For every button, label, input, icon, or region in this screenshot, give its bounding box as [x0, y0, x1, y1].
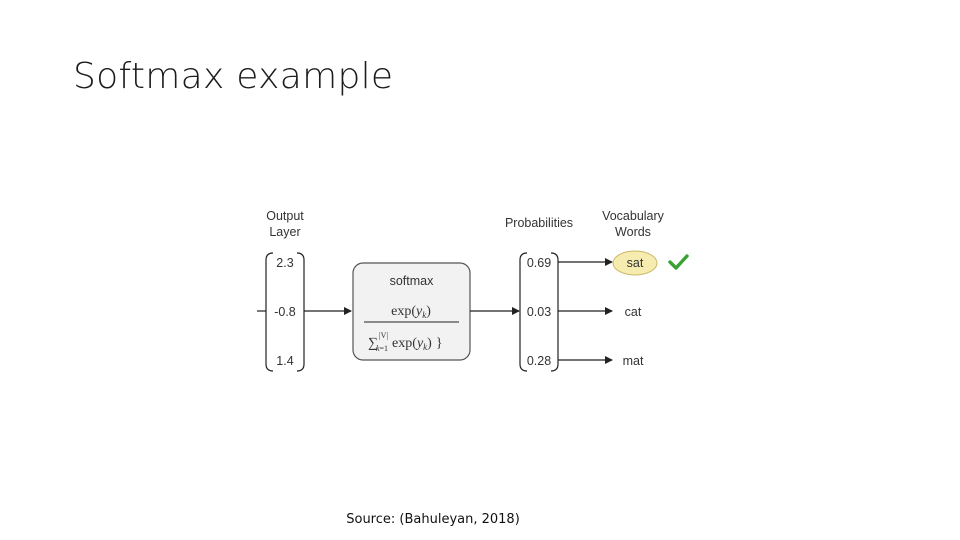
vocabulary-label-line2: Words	[615, 225, 651, 239]
output-bracket	[265, 252, 305, 372]
output-layer-label-line2: Layer	[269, 225, 300, 239]
vocabulary-word: mat	[623, 354, 644, 368]
probability-value: 0.03	[527, 305, 551, 319]
output-value: -0.8	[274, 305, 296, 319]
probability-value: 0.69	[527, 256, 551, 270]
source-citation: Source: (Bahuleyan, 2018)	[0, 512, 960, 527]
vocabulary-word: cat	[625, 305, 642, 319]
probability-value: 0.28	[527, 354, 551, 368]
probabilities-label: Probabilities	[505, 216, 573, 230]
selected-word-highlight	[612, 250, 658, 276]
probabilities-bracket	[519, 252, 559, 372]
checkmark-icon	[668, 254, 689, 270]
output-layer-label-line1: Output	[266, 209, 304, 223]
output-value: 2.3	[276, 256, 293, 270]
vocabulary-label-line1: Vocabulary	[602, 209, 665, 223]
source-text: Source: (Bahuleyan, 2018)	[346, 512, 520, 527]
vocabulary-word: sat	[627, 256, 644, 270]
slide-title: Softmax example	[73, 56, 394, 97]
output-value: 1.4	[276, 354, 293, 368]
softmax-label: softmax	[390, 274, 435, 288]
formula-numerator: exp(yk)	[391, 304, 431, 320]
